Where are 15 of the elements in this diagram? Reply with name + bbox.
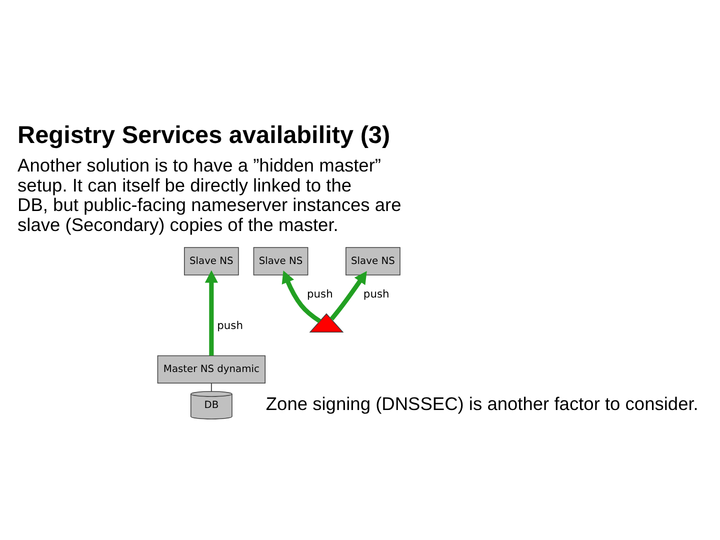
- node-box: Master NS dynamic: [157, 355, 266, 384]
- label: Zone signing (DNSSEC) is another factor to consider.: [266, 392, 698, 414]
- node-box: Slave NS: [346, 247, 400, 276]
- node-box: Slave NS: [253, 247, 308, 276]
- edge-label: push: [363, 288, 390, 301]
- arrow: [282, 270, 322, 324]
- connector: [210, 382, 212, 392]
- diagram-title: Registry Services availability (3): [18, 122, 390, 149]
- edge-label: push: [217, 319, 243, 332]
- arrow: [204, 270, 218, 356]
- node-triangle: [309, 313, 344, 332]
- edge-label: push: [307, 288, 333, 301]
- label: Another solution is to have a ”hidden master” setup. It can itself be directly linked to the DB, but public-facing nameserver instances are slave (Secondary) copies of the master.: [18, 154, 402, 235]
- arrow: [330, 271, 367, 321]
- node-box: Slave NS: [184, 247, 239, 276]
